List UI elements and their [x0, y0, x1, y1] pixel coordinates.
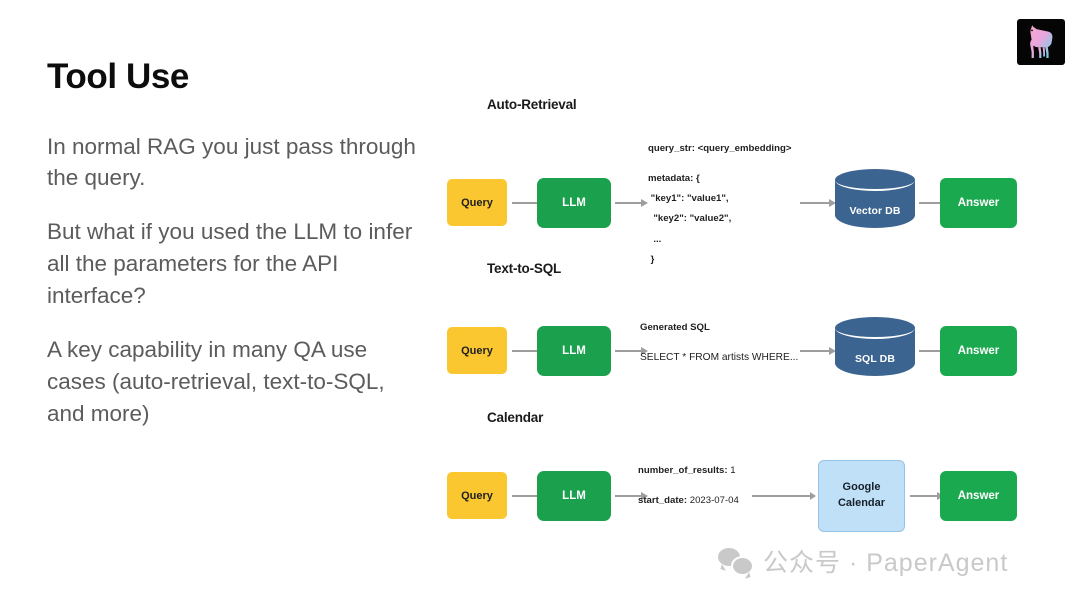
- arrow-head: [810, 492, 816, 500]
- arrow-line: [919, 202, 945, 204]
- flow-row: Query LLM number_of_results: 1 start_dat…: [430, 458, 1050, 532]
- arrow-payload-to-store: [800, 346, 836, 356]
- node-label-line2: Calendar: [837, 497, 886, 509]
- node-llm[interactable]: LLM: [537, 326, 611, 376]
- payload-line: }: [648, 253, 655, 265]
- payload-text-to-sql: Generated SQL SELECT * FROM artists WHER…: [640, 322, 799, 364]
- llamaindex-llama-logo: [1017, 19, 1065, 65]
- payload-line: number_of_results: 1: [638, 465, 736, 476]
- wechat-icon: [718, 548, 754, 576]
- arrow-line: [512, 495, 538, 497]
- arrow-head: [641, 199, 648, 207]
- body-paragraph-1: In normal RAG you just pass through the …: [47, 133, 416, 191]
- payload-spacer: [638, 476, 739, 486]
- payload-line: ...: [648, 233, 662, 245]
- payload-spacer: [640, 333, 798, 343]
- flow-section-text-to-sql: Text-to-SQL Query LLM Generated SQL SEL: [430, 253, 1050, 403]
- tool-use-diagram: Auto-Retrieval Query LLM query_str: <que…: [430, 85, 1050, 535]
- payload-line: metadata: {: [648, 173, 700, 185]
- node-label: SQL DB: [854, 353, 896, 365]
- payload-spacer: [648, 154, 791, 164]
- payload-line: "key1": "value1",: [648, 193, 729, 205]
- flow-section-auto-retrieval: Auto-Retrieval Query LLM query_str: <que…: [430, 85, 1050, 264]
- node-query[interactable]: Query: [447, 327, 507, 374]
- section-title-text-to-sql: Text-to-SQL: [487, 261, 562, 276]
- arrow-line: [919, 350, 945, 352]
- wechat-bubble-small: [731, 556, 754, 576]
- page-title: Tool Use: [47, 57, 189, 96]
- flow-row: Query LLM Generated SQL SELECT * FROM ar…: [430, 315, 1050, 387]
- arrow-line: [800, 202, 830, 204]
- watermark: 公众号 · PaperAgent: [718, 543, 1008, 579]
- body-paragraph-2: But what if you used the LLM to infer al…: [47, 219, 413, 309]
- arrow-line: [615, 495, 642, 497]
- payload-calendar: number_of_results: 1 start_date: 2023-07…: [638, 465, 739, 507]
- watermark-text: 公众号 · PaperAgent: [763, 549, 1009, 577]
- arrow-line: [615, 350, 642, 352]
- text-column: Tool Use In normal RAG you just pass thr…: [47, 57, 417, 430]
- payload-line: Generated SQL: [640, 322, 710, 333]
- flow-section-calendar: Calendar Query LLM number_of_results: 1: [430, 398, 1050, 538]
- payload-line: "key2": "value2",: [648, 213, 732, 225]
- node-llm[interactable]: LLM: [537, 178, 611, 228]
- arrow-line: [512, 350, 538, 352]
- payload-spacer: [648, 225, 791, 235]
- arrow-line: [615, 202, 642, 204]
- arrow-line: [752, 495, 811, 497]
- payload-auto-retrieval: query_str: <query_embedding> metadata: {…: [648, 143, 792, 265]
- node-answer[interactable]: Answer: [940, 178, 1017, 228]
- node-llm[interactable]: LLM: [537, 471, 611, 521]
- body-paragraph-3: A key capability in many QA use cases (a…: [47, 337, 385, 427]
- arrow-payload-to-store: [752, 491, 816, 501]
- payload-line: SELECT * FROM artists WHERE...: [640, 352, 799, 364]
- node-answer[interactable]: Answer: [940, 326, 1017, 376]
- node-label-line1: Google: [842, 481, 881, 494]
- arrow-line: [512, 202, 538, 204]
- payload-line: query_str: <query_embedding>: [648, 143, 792, 154]
- arrow-llm-to-payload: [615, 346, 648, 356]
- node-label: Vector DB: [849, 205, 901, 217]
- arrow-payload-to-store: [800, 198, 836, 208]
- node-answer[interactable]: Answer: [940, 471, 1017, 521]
- payload-line: start_date: 2023-07-04: [638, 495, 739, 507]
- arrow-llm-to-payload: [615, 198, 648, 208]
- llama-icon: [1030, 25, 1053, 58]
- flow-row: Query LLM query_str: <query_embedding> m…: [430, 143, 1050, 264]
- node-query[interactable]: Query: [447, 179, 507, 226]
- section-title-auto-retrieval: Auto-Retrieval: [487, 97, 577, 112]
- arrow-head: [829, 347, 836, 355]
- cylinder-top: [835, 317, 915, 339]
- cylinder-top: [835, 169, 915, 191]
- node-vector-db[interactable]: Vector DB: [835, 169, 915, 237]
- arrow-llm-to-payload: [615, 491, 648, 501]
- node-google-calendar[interactable]: Google Calendar: [818, 460, 905, 532]
- node-query[interactable]: Query: [447, 472, 507, 519]
- arrow-line: [910, 495, 938, 497]
- arrow-head: [641, 347, 648, 355]
- arrow-line: [800, 350, 830, 352]
- arrow-store-to-answer: [910, 491, 944, 501]
- arrow-head: [641, 492, 648, 500]
- node-sql-db[interactable]: SQL DB: [835, 317, 915, 385]
- section-title-calendar: Calendar: [487, 410, 544, 425]
- arrow-head: [829, 199, 836, 207]
